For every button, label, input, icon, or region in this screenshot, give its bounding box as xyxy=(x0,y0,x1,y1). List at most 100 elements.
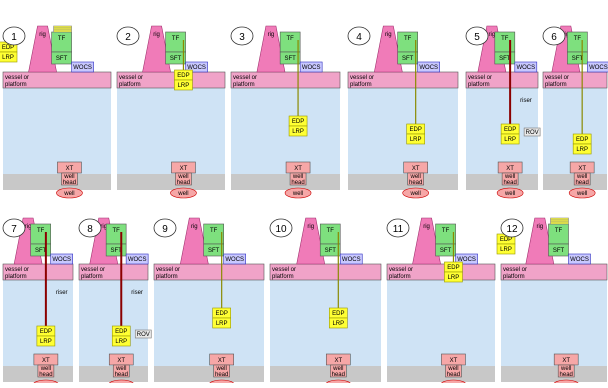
edp-label: EDP xyxy=(447,265,459,271)
wocs-label: WOCS xyxy=(589,65,608,71)
edp-label: EDP xyxy=(410,127,422,133)
wocs-block xyxy=(299,61,323,73)
deck-label-2: platform xyxy=(156,274,178,280)
water-column xyxy=(154,278,264,366)
step-badge xyxy=(542,26,566,46)
riser-label: riser xyxy=(520,98,532,104)
tf-block xyxy=(567,31,588,53)
wellhead-block xyxy=(61,172,78,186)
seabed xyxy=(3,174,111,190)
well-label: well xyxy=(576,191,587,197)
wellhead-label-1: well xyxy=(216,366,227,372)
tf-label: TF xyxy=(327,228,335,234)
wocs-label: WOCS xyxy=(52,257,71,263)
step-badge xyxy=(2,26,26,46)
rig-derrick xyxy=(296,217,326,265)
well-label: well xyxy=(504,191,515,197)
sft-label: SFT xyxy=(35,248,47,254)
wellhead-label-1: well xyxy=(447,366,458,372)
rig-label: rig xyxy=(25,224,32,230)
tf-block xyxy=(494,31,516,53)
wocs-block xyxy=(514,61,538,73)
xt-label: XT xyxy=(450,358,458,364)
deck-label-1: vessel or xyxy=(545,75,569,81)
wellhead-label-2: head xyxy=(503,180,516,186)
wocs-label: WOCS xyxy=(225,257,244,263)
spool-stack-0 xyxy=(550,217,569,221)
wellhead-label-2: head xyxy=(215,372,228,378)
lrp-label: LRP xyxy=(410,137,422,143)
deck-label-2: platform xyxy=(468,82,490,88)
vessel-deck xyxy=(269,263,382,281)
deck-label-2: platform xyxy=(119,82,141,88)
deck-label-1: vessel or xyxy=(5,75,29,81)
wellhead-label-1: well xyxy=(410,174,421,180)
edp-label: EDP xyxy=(504,127,516,133)
water-column xyxy=(270,278,381,366)
well-marker xyxy=(56,187,83,199)
sft-label: SFT xyxy=(56,56,68,62)
deck-label-2: platform xyxy=(5,274,27,280)
well-marker xyxy=(402,187,429,199)
step-badge xyxy=(153,218,177,238)
wellhead-label-1: well xyxy=(332,366,343,372)
well-marker xyxy=(568,187,596,199)
deck-label-2: platform xyxy=(233,82,255,88)
tf-label: TF xyxy=(210,228,218,234)
wocs-label: WOCS xyxy=(342,257,361,263)
deck-label-1: vessel or xyxy=(503,267,527,273)
lrp-block xyxy=(174,79,193,91)
edp-label: EDP xyxy=(576,137,588,143)
wellhead-label-1: well xyxy=(504,174,515,180)
lrp-block xyxy=(406,133,425,145)
tf-block xyxy=(165,31,186,53)
seabed xyxy=(348,174,458,190)
xt-label: XT xyxy=(66,166,74,172)
wocs-block xyxy=(125,253,149,265)
seabed xyxy=(270,366,381,382)
edp-label: EDP xyxy=(115,329,127,335)
well-marker xyxy=(496,187,524,199)
rov-block xyxy=(134,329,152,339)
vessel-deck xyxy=(2,71,112,89)
spool-stack-1 xyxy=(550,219,569,223)
wocs-label: WOCS xyxy=(73,65,92,71)
wellhead-label-2: head xyxy=(560,372,573,378)
seabed xyxy=(501,366,607,382)
step-badge xyxy=(2,218,26,238)
wocs-block xyxy=(185,61,208,73)
xt-label: XT xyxy=(42,358,50,364)
wellhead-label-2: head xyxy=(291,180,304,186)
tf-block xyxy=(203,223,224,245)
rig-derrick xyxy=(525,217,555,265)
deck-label-2: platform xyxy=(389,274,411,280)
tf-block xyxy=(435,223,456,245)
wocs-label: WOCS xyxy=(419,65,438,71)
lrp-block xyxy=(572,143,592,155)
xt-label: XT xyxy=(294,166,302,172)
deck-label-1: vessel or xyxy=(233,75,257,81)
wocs-label: WOCS xyxy=(516,65,535,71)
rig-label: rig xyxy=(563,32,570,38)
wellhead-block xyxy=(175,172,192,186)
lrp-label: LRP xyxy=(216,321,228,327)
lrp-label: LRP xyxy=(178,83,190,89)
rig-label: rig xyxy=(153,32,160,38)
wellhead-label-2: head xyxy=(409,180,422,186)
tf-label: TF xyxy=(574,36,582,42)
tf-block xyxy=(105,223,127,245)
tf-block xyxy=(319,223,341,245)
edp-label: EDP xyxy=(2,45,14,51)
wocs-block xyxy=(568,253,591,265)
sft-label: SFT xyxy=(499,56,511,62)
deck-label-1: vessel or xyxy=(5,267,29,273)
sft-label: SFT xyxy=(325,248,337,254)
wellhead-block xyxy=(501,172,519,186)
